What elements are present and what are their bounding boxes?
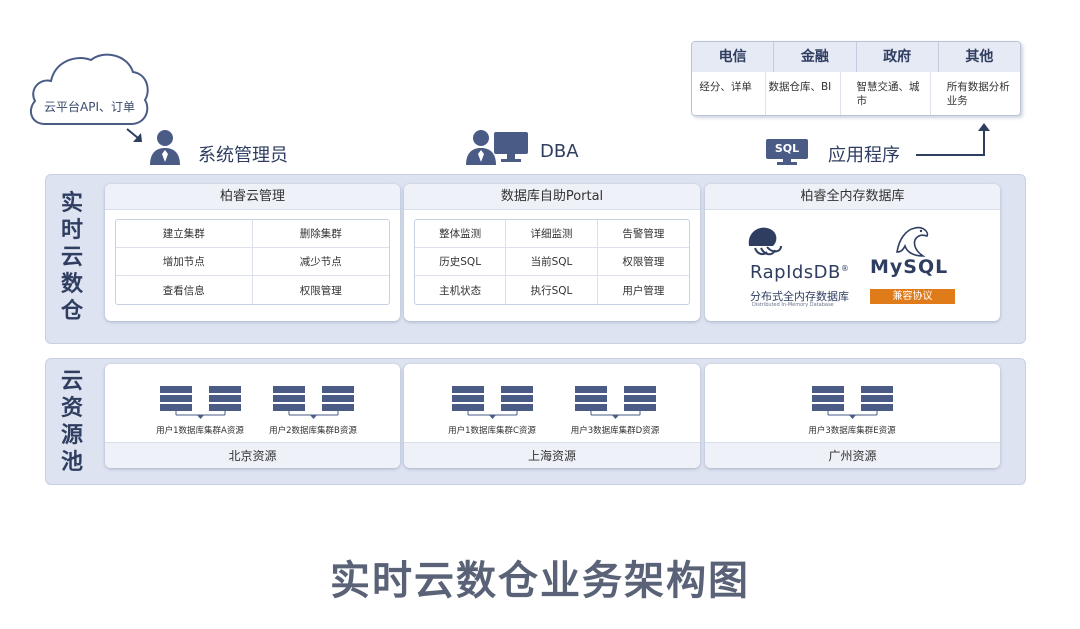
pool-guangzhou: 用户3数据库集群E资源 广州资源 <box>705 364 1000 468</box>
industry-cell-other: 所有数据分析业务 <box>946 81 1010 107</box>
cluster-label-a: 用户1数据库集群A资源 <box>156 426 244 436</box>
realtime-band-label: 实时云数仓 <box>60 191 83 324</box>
cloud-management-panel: 柏睿云管理 建立集群 删除集群 增加节点 减少节点 查看信息 权限管理 <box>105 184 400 321</box>
page-title: 实时云数仓业务架构图 <box>330 558 750 604</box>
rapidsdb-logo-icon <box>748 227 782 256</box>
menu-history-sql[interactable]: 历史SQL <box>415 248 507 276</box>
menu-detailed-monitoring[interactable]: 详细监测 <box>506 220 598 248</box>
cluster-label-b: 用户2数据库集群B资源 <box>269 426 357 436</box>
db-portal-grid: 整体监测 详细监测 告警管理 历史SQL 当前SQL 权限管理 主机状态 执行S… <box>414 219 690 305</box>
industry-header-government: 政府 <box>857 42 939 72</box>
pool-shanghai: 用户1数据库集群C资源 用户3数据库集群D资源 上海资源 <box>404 364 700 468</box>
menu-execute-sql[interactable]: 执行SQL <box>506 276 598 304</box>
menu-add-node[interactable]: 增加节点 <box>116 248 253 276</box>
server-cluster-icon <box>160 386 241 419</box>
sql-badge: SQL <box>774 142 800 155</box>
rapidsdb-caption: 分布式全内存数据库 <box>750 290 849 303</box>
menu-remove-node[interactable]: 减少节点 <box>252 248 389 276</box>
role-label-admin: 系统管理员 <box>198 145 288 166</box>
industry-header-telecom: 电信 <box>692 42 775 72</box>
cluster-label-c: 用户1数据库集群C资源 <box>448 426 536 436</box>
sql-monitor-icon: SQL <box>766 139 808 165</box>
in-memory-db-panel: 柏睿全内存数据库 RapIdsDB® 分布式全内存数据库 Distributed… <box>705 184 1000 321</box>
cloud-shape <box>23 40 153 132</box>
region-label-beijing: 北京资源 <box>105 442 400 468</box>
cluster-label-e: 用户3数据库集群E资源 <box>808 426 896 436</box>
region-label-shanghai: 上海资源 <box>404 442 700 468</box>
pool-beijing: 用户1数据库集群A资源 用户2数据库集群B资源 北京资源 <box>105 364 400 468</box>
arrow-down-right-icon <box>126 128 142 142</box>
panel-title-cloud-management: 柏睿云管理 <box>105 184 400 210</box>
industry-cell-government: 智慧交通、城市 <box>841 72 931 115</box>
menu-permission-management[interactable]: 权限管理 <box>299 284 342 297</box>
menu-alert-management[interactable]: 告警管理 <box>597 220 689 248</box>
menu-create-cluster[interactable]: 建立集群 <box>116 220 253 248</box>
role-label-dba: DBA <box>540 141 579 162</box>
server-cluster-icon <box>452 386 533 419</box>
industry-table: 电信 金融 政府 其他 经分、详单 数据仓库、BI 智慧交通、城市 所有数据分析… <box>691 41 1021 116</box>
mysql-dolphin-icon <box>896 226 929 257</box>
menu-delete-cluster[interactable]: 删除集群 <box>252 220 389 248</box>
mysql-logo-text: MySQL <box>870 256 949 278</box>
region-label-guangzhou: 广州资源 <box>705 442 1000 468</box>
rapidsdb-subcaption: Distributed In-Memory Database <box>752 302 834 308</box>
role-label-app: 应用程序 <box>828 145 900 166</box>
cluster-label-d: 用户3数据库集群D资源 <box>570 426 660 436</box>
server-cluster-icon <box>812 386 893 419</box>
menu-host-status[interactable]: 主机状态 <box>415 276 507 304</box>
rapidsdb-logo-text: RapIdsDB® <box>750 262 850 283</box>
dba-user-monitor-icon <box>466 126 530 166</box>
cloud-management-grid: 建立集群 删除集群 增加节点 减少节点 查看信息 权限管理 <box>115 219 390 305</box>
industry-header-finance: 金融 <box>774 42 857 72</box>
server-cluster-icon <box>273 386 354 419</box>
server-cluster-icon <box>575 386 656 419</box>
menu-user-management[interactable]: 用户管理 <box>622 284 665 297</box>
panel-title-db-portal: 数据库自助Portal <box>404 184 700 210</box>
menu-overall-monitoring[interactable]: 整体监测 <box>415 220 507 248</box>
industry-cell-finance: 数据仓库、BI <box>766 72 841 115</box>
compat-protocol-badge: 兼容协议 <box>870 289 955 304</box>
resource-band-label: 云资源池 <box>60 369 83 475</box>
menu-current-sql[interactable]: 当前SQL <box>506 248 598 276</box>
menu-portal-permission[interactable]: 权限管理 <box>597 248 689 276</box>
cloud-label: 云平台API、订单 <box>44 100 135 114</box>
menu-view-info[interactable]: 查看信息 <box>116 276 253 304</box>
cloud-icon <box>29 53 149 125</box>
admin-user-icon <box>148 128 182 166</box>
connector-arrow-up-icon <box>916 123 990 156</box>
industry-header-other: 其他 <box>965 49 994 65</box>
db-portal-panel: 数据库自助Portal 整体监测 详细监测 告警管理 历史SQL 当前SQL 权… <box>404 184 700 321</box>
industry-cell-telecom: 经分、详单 <box>692 72 767 115</box>
panel-title-in-memory-db: 柏睿全内存数据库 <box>705 184 1000 210</box>
